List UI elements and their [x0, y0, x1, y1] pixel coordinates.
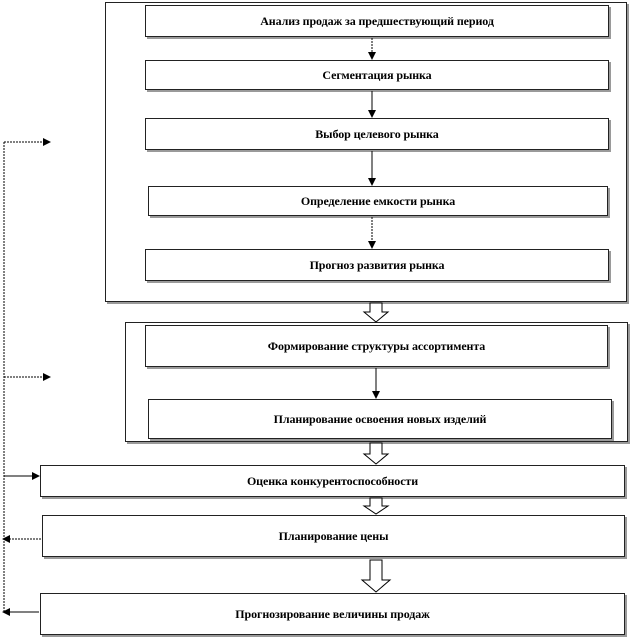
step-label: Прогноз развития рынка [309, 257, 445, 272]
block-arrow-down [362, 497, 390, 515]
step-label: Оценка конкурентоспособности [246, 473, 419, 488]
step-label: Определение емкости рынка [300, 193, 456, 208]
block-arrow-down [360, 559, 392, 593]
step-label: Прогнозирование величины продаж [235, 606, 430, 621]
block-arrow-down [362, 302, 390, 323]
block-arrow-down [362, 442, 390, 465]
step-price-planning: Планирование цены [42, 515, 625, 557]
step-competitiveness: Оценка конкурентоспособности [40, 465, 625, 497]
step-label: Выбор целевого рынка [315, 126, 439, 141]
step-label: Анализ продаж за предшествующий период [260, 13, 494, 28]
step-label: Формирование структуры ассортимента [267, 338, 486, 353]
step-target-market: Выбор целевого рынка [145, 118, 609, 150]
step-market-forecast: Прогноз развития рынка [145, 249, 609, 281]
step-label: Планирование освоения новых изделий [273, 411, 487, 426]
step-assortment-structure: Формирование структуры ассортимента [145, 325, 608, 367]
step-sales-forecast: Прогнозирование величины продаж [40, 593, 625, 635]
step-market-segmentation: Сегментация рынка [145, 60, 609, 90]
step-label: Планирование цены [278, 528, 389, 543]
step-sales-analysis: Анализ продаж за предшествующий период [145, 5, 609, 37]
step-new-products-planning: Планирование освоения новых изделий [148, 399, 612, 439]
step-market-capacity: Определение емкости рынка [148, 186, 608, 216]
step-label: Сегментация рынка [322, 67, 432, 82]
